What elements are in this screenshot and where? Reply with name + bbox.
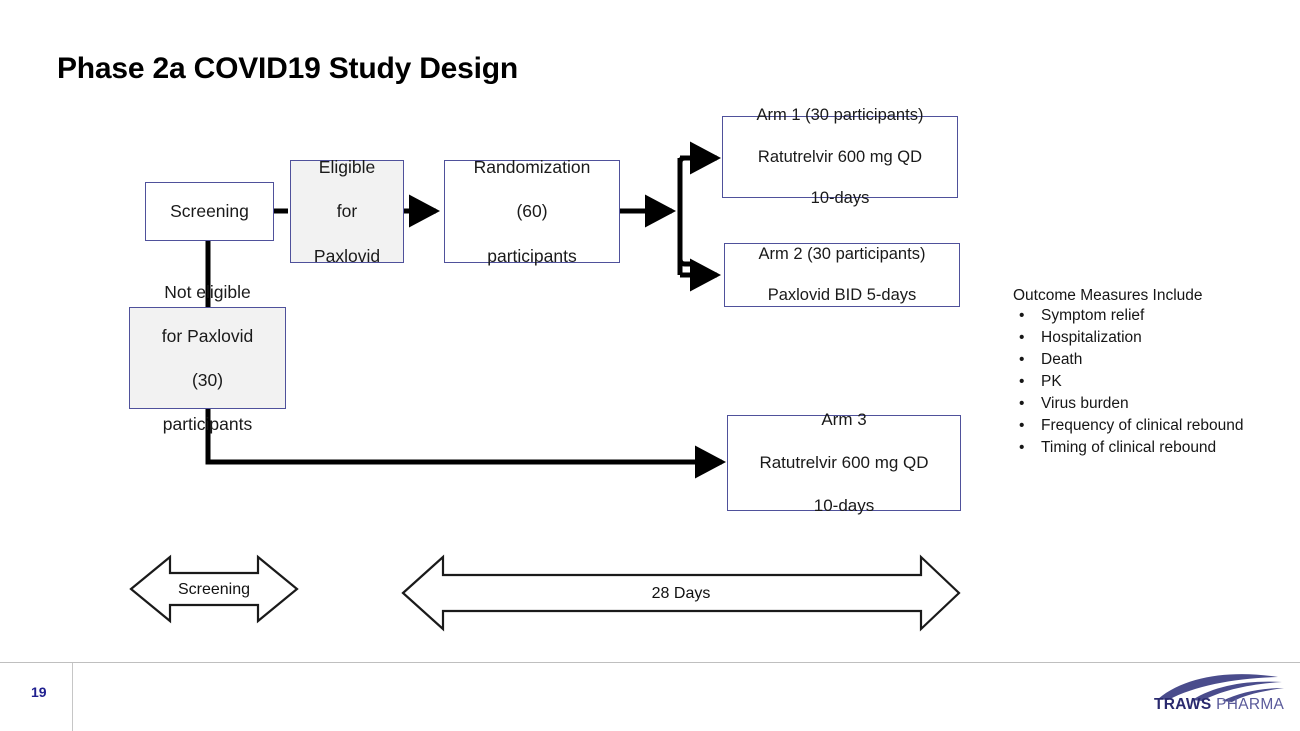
arm2-line-1: Arm 2 (30 participants) xyxy=(758,244,926,263)
flow-box-arm-2-label: Arm 2 (30 participants) Paxlovid BID 5-d… xyxy=(729,244,955,306)
randomization-line-3: participants xyxy=(487,245,577,266)
eligible-line-3: Paxlovid xyxy=(313,245,381,266)
bullet-icon: • xyxy=(1019,372,1025,390)
not-eligible-line-4: participants xyxy=(162,414,253,435)
bullet-icon: • xyxy=(1019,306,1025,324)
list-item: • Virus burden xyxy=(1013,396,1295,412)
not-eligible-line-3: (30) xyxy=(191,370,224,391)
flow-box-eligible-label: Eligible for Paxlovid xyxy=(295,156,399,266)
logo-swoosh-icon xyxy=(1158,674,1284,702)
outcome-measures-block: Outcome Measures Include • Symptom relie… xyxy=(1013,288,1295,462)
eligible-line-1: Eligible xyxy=(318,157,376,178)
arm3-line-1: Arm 3 xyxy=(821,410,867,430)
arm2-line-2: Paxlovid BID 5-days xyxy=(767,286,917,305)
list-item-label: Timing of clinical rebound xyxy=(1041,439,1217,457)
bullet-icon: • xyxy=(1019,328,1025,346)
flow-box-screening-label: Screening xyxy=(170,201,249,222)
list-item: • Symptom relief xyxy=(1013,306,1295,324)
randomization-line-2: (60) xyxy=(516,201,548,222)
page-title: Phase 2a COVID19 Study Design xyxy=(57,52,519,85)
bullet-icon: • xyxy=(1019,394,1025,412)
outcome-measures-list: • Symptom relief • Hospitalization • Dea… xyxy=(1013,306,1295,456)
flow-box-arm-1[interactable]: Arm 1 (30 participants) Ratutrelvir 600 … xyxy=(722,106,958,207)
randomization-line-1: Randomization xyxy=(473,157,591,178)
flow-box-eligible[interactable]: Eligible for Paxlovid xyxy=(290,157,404,266)
flow-box-randomization[interactable]: Randomization (60) participants xyxy=(444,157,620,266)
timeline-label-28-days: 28 Days xyxy=(403,585,959,603)
list-item: • Timing of clinical rebound xyxy=(1013,440,1295,456)
list-item-label: Death xyxy=(1041,350,1083,368)
flow-box-arm-3-label: Arm 3 Ratutrelvir 600 mg QD 10-days xyxy=(732,409,956,516)
bullet-icon: • xyxy=(1019,416,1025,434)
list-item-label: Frequency of clinical rebound xyxy=(1041,416,1244,434)
logo-wordmark: TRAWS PHARMA xyxy=(1154,696,1284,714)
logo-name-light: PHARMA xyxy=(1211,696,1285,713)
list-item-label: Hospitalization xyxy=(1041,328,1142,346)
not-eligible-line-2: for Paxlovid xyxy=(161,325,254,346)
flow-box-arm-3[interactable]: Arm 3 Ratutrelvir 600 mg QD 10-days xyxy=(727,410,961,515)
flow-box-screening[interactable]: Screening xyxy=(145,182,274,241)
arm1-line-2: Ratutrelvir 600 mg QD xyxy=(757,147,923,166)
traws-pharma-logo: TRAWS PHARMA xyxy=(1152,672,1288,720)
flow-box-not-eligible-label: Not eligible for Paxlovid (30) participa… xyxy=(134,281,281,435)
eligible-line-2: for xyxy=(336,201,358,222)
timeline-days-text: 28 Days xyxy=(651,585,711,602)
list-item-label: PK xyxy=(1041,372,1062,390)
list-item-label: Virus burden xyxy=(1041,394,1129,412)
not-eligible-line-1: Not eligible xyxy=(164,281,251,302)
page-number: 19 xyxy=(31,684,47,700)
bullet-icon: • xyxy=(1019,350,1025,368)
flow-box-arm-1-label: Arm 1 (30 participants) Ratutrelvir 600 … xyxy=(727,105,953,209)
footer-divider xyxy=(0,662,1300,663)
bullet-icon: • xyxy=(1019,439,1025,457)
timeline-screening-text: Screening xyxy=(177,581,251,598)
arm1-line-1: Arm 1 (30 participants) xyxy=(756,106,924,125)
list-item-label: Symptom relief xyxy=(1041,306,1145,324)
arm1-line-3: 10-days xyxy=(810,189,870,208)
list-item: • Death xyxy=(1013,350,1295,368)
outcome-measures-heading: Outcome Measures Include xyxy=(1013,287,1203,304)
flow-box-arm-2[interactable]: Arm 2 (30 participants) Paxlovid BID 5-d… xyxy=(724,243,960,307)
footer-vertical-divider xyxy=(72,663,73,731)
logo-name-bold: TRAWS xyxy=(1154,696,1212,713)
flow-box-randomization-label: Randomization (60) participants xyxy=(449,156,615,266)
flow-box-not-eligible[interactable]: Not eligible for Paxlovid (30) participa… xyxy=(129,282,286,434)
arm3-line-2: Ratutrelvir 600 mg QD xyxy=(759,453,929,473)
list-item: • Hospitalization xyxy=(1013,328,1295,346)
list-item: • Frequency of clinical rebound xyxy=(1013,418,1295,434)
list-item: • PK xyxy=(1013,374,1295,390)
timeline-label-screening: Screening xyxy=(131,581,297,599)
arm3-line-3: 10-days xyxy=(813,496,875,516)
